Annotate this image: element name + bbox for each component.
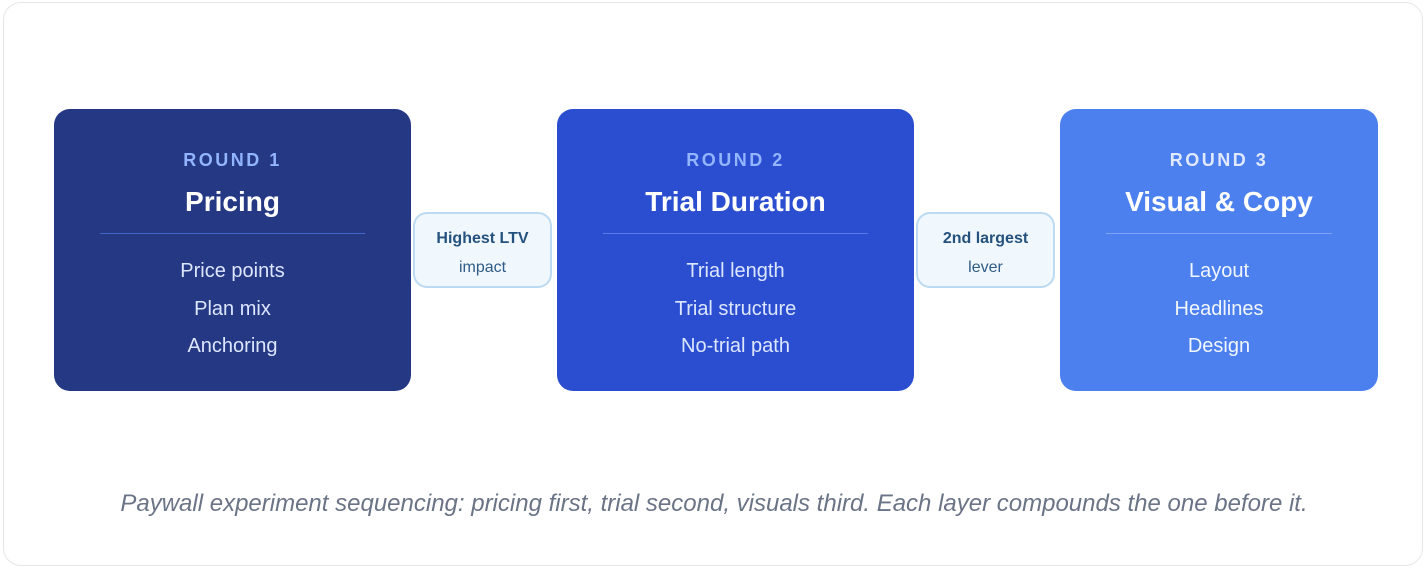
connector-2-sub: lever: [968, 259, 1003, 276]
round-2-item: Trial structure: [674, 297, 797, 320]
round-1-items: Price points Plan mix Anchoring: [54, 253, 411, 366]
round-1-divider: [100, 233, 365, 234]
round-3-item: Headlines: [1174, 297, 1264, 320]
round-1-item: Anchoring: [187, 335, 278, 357]
round-2-title: Trial Duration: [645, 186, 826, 217]
round-3-divider: [1106, 233, 1332, 234]
round-1-item: Plan mix: [194, 297, 271, 320]
round-2-items: Trial length Trial structure No-trial pa…: [557, 253, 914, 366]
round-3-label: ROUND 3: [1169, 150, 1269, 170]
connector-1-strong: Highest LTV: [436, 230, 529, 247]
round-3-card: ROUND 3 Visual & Copy Layout Headlines D…: [1060, 109, 1378, 391]
connector-2-strong: 2nd largest: [942, 230, 1029, 247]
round-2-item: Trial length: [686, 260, 785, 282]
round-1-card: ROUND 1 Pricing Price points Plan mix An…: [54, 109, 411, 391]
round-3-item: Layout: [1188, 260, 1250, 282]
round-2-label: ROUND 2: [686, 150, 785, 170]
connector-1: Highest LTV impact: [413, 212, 552, 288]
round-3-items: Layout Headlines Design: [1060, 253, 1378, 366]
round-1-label: ROUND 1: [183, 150, 282, 170]
round-2-divider: [603, 233, 868, 234]
connector-1-sub: impact: [458, 259, 507, 276]
diagram-caption: Paywall experiment sequencing: pricing f…: [120, 490, 1308, 517]
connector-2: 2nd largest lever: [916, 212, 1055, 288]
round-3-title: Visual & Copy: [1125, 186, 1313, 217]
round-3-item: Design: [1187, 335, 1251, 357]
round-2-card: ROUND 2 Trial Duration Trial length Tria…: [557, 109, 914, 391]
round-1-item: Price points: [180, 260, 285, 282]
round-2-item: No-trial path: [681, 335, 790, 357]
round-1-title: Pricing: [185, 186, 280, 217]
